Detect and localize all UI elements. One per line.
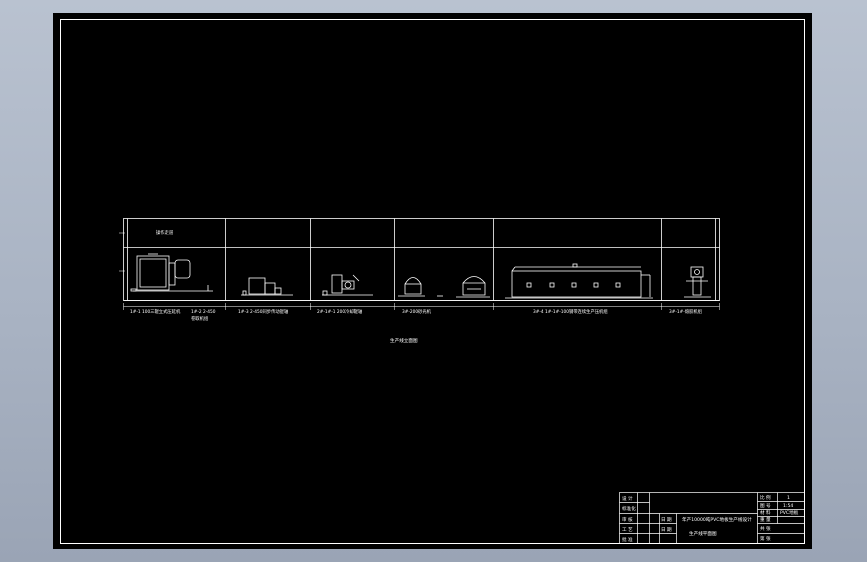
elevation-grid (119, 218, 720, 310)
cad-drawing: 操作走道 (60, 19, 805, 544)
view-title: 生产线立面图 (390, 337, 418, 344)
station-label-3: 1#-3 2-450同步传动锟轴 (238, 308, 288, 315)
station-label-7: 3#-1#-熔胶机组 (669, 308, 703, 315)
tb-right-value-1: 1 (787, 495, 790, 501)
tb-row-label-1: 设 计 (622, 495, 633, 502)
tb-row-label-2: 标准化 (622, 505, 636, 512)
tb-row-label-3: 审 核 (622, 516, 633, 523)
cooling-roll-unit (398, 277, 443, 297)
station-label-5: 3#-200砂光机 (402, 308, 432, 315)
steel-belt-press (505, 263, 653, 299)
tb-row-label-5: 批 准 (622, 536, 633, 543)
drawing-frame (60, 19, 805, 544)
tb-right-label-4: 重 量 (760, 516, 771, 523)
tb-right-label-6: 第 张 (760, 535, 771, 542)
tb-right-value-3: PVC地板 (780, 509, 799, 516)
calender-machine (130, 253, 213, 292)
station-label-4: 2#-1#-1 200冷却辊轴 (317, 308, 362, 315)
title-block (619, 492, 805, 544)
station-label-6: 3#-4 1#-1#-100钢带连续生产压机组 (533, 308, 608, 315)
tb-right-label-2: 图 号 (760, 503, 771, 509)
tb-right-label-5: 共 张 (760, 525, 771, 532)
roller-shaft-unit (322, 274, 373, 296)
station-sublabel-2: 卷取机组 (191, 315, 209, 322)
tb-date-label-1: 日 期 (661, 517, 672, 523)
project-title: 年产10000吨PVC地板生产线设计 (682, 516, 752, 523)
tb-row-label-4: 工 艺 (622, 527, 633, 533)
tb-right-label-1: 比 例 (760, 494, 771, 501)
tb-date-label-2: 日 期 (661, 527, 672, 533)
drawing-sheet: 操作走道 (53, 13, 812, 549)
station-label-2: 1#-2 2-450 (191, 309, 216, 315)
drawing-name: 生产线平面图 (689, 530, 717, 537)
station-label-1: 1#-1 100三辊立式压延机 (130, 308, 181, 315)
header-label: 操作走道 (156, 229, 174, 236)
melter-unit (684, 266, 711, 298)
tb-right-label-3: 材 料 (760, 509, 771, 516)
tb-right-value-2: 1:54 (783, 503, 793, 509)
sander-unit (456, 276, 490, 298)
winder-unit (241, 277, 293, 296)
